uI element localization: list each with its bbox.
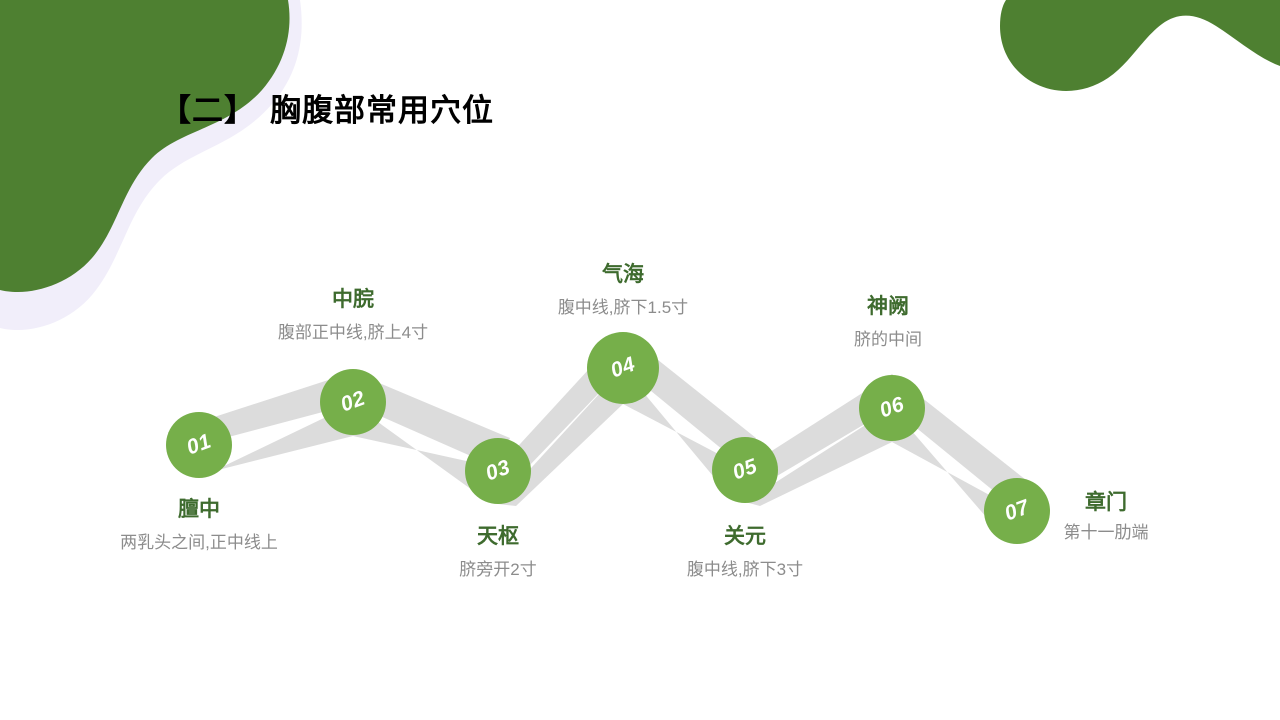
node-label-04: 气海腹中线,脐下1.5寸	[423, 261, 823, 321]
node-number-label: 01	[183, 429, 215, 460]
title-text: 胸腹部常用穴位	[270, 93, 494, 128]
acupoint-description: 两乳头之间,正中线上	[120, 533, 278, 553]
acupoint-description: 腹中线,脐下1.5寸	[557, 298, 689, 318]
acupoint-name: 气海	[602, 263, 644, 286]
node-circle-06[interactable]: 06	[859, 375, 925, 441]
node-number-label: 03	[482, 455, 514, 486]
node-number-label: 02	[337, 386, 369, 417]
acupoint-name: 天枢	[477, 525, 519, 548]
acupoint-name: 中脘	[332, 288, 374, 311]
node-circle-05[interactable]: 05	[712, 437, 778, 503]
acupoint-name: 关元	[724, 525, 766, 548]
page-title: 【二】胸腹部常用穴位	[160, 92, 494, 131]
acupoint-name: 章门	[1085, 491, 1127, 514]
node-circle-04[interactable]: 04	[587, 332, 659, 404]
node-circle-07[interactable]: 07	[984, 478, 1050, 544]
node-circle-02[interactable]: 02	[320, 369, 386, 435]
node-circle-03[interactable]: 03	[465, 438, 531, 504]
node-label-01: 膻中两乳头之间,正中线上	[0, 496, 399, 556]
acupoint-description: 腹中线,脐下3寸	[686, 560, 804, 580]
node-label-02: 中脘腹部正中线,脐上4寸	[153, 286, 553, 346]
acupoint-name: 神阙	[867, 295, 909, 318]
acupoint-description: 腹部正中线,脐上4寸	[277, 323, 429, 343]
acupoint-name: 膻中	[178, 498, 220, 521]
node-number-label: 04	[607, 352, 639, 383]
node-label-03: 天枢脐旁开2寸	[298, 523, 698, 583]
node-label-06: 神阙脐的中间	[688, 293, 1088, 353]
acupoint-description: 第十一肋端	[1063, 523, 1149, 543]
node-label-05: 关元腹中线,脐下3寸	[545, 523, 945, 583]
node-circle-01[interactable]: 01	[166, 412, 232, 478]
node-number-label: 05	[729, 454, 761, 485]
acupoint-description: 脐旁开2寸	[459, 560, 537, 580]
title-bracket: 【二】	[160, 93, 256, 128]
node-label-07: 章门第十一肋端	[906, 489, 1280, 546]
node-number-label: 06	[876, 392, 908, 423]
acupoint-description: 脐的中间	[854, 330, 922, 350]
